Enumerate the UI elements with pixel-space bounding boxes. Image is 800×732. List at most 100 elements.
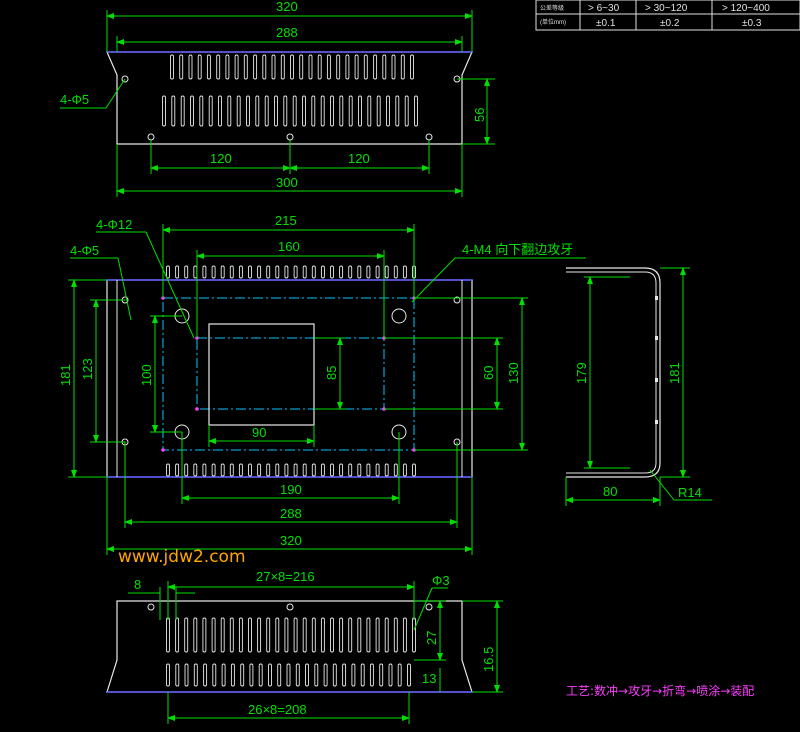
hole-icon [147, 603, 155, 611]
vent-slot [332, 663, 337, 687]
vent-slot [339, 265, 344, 279]
vent-slot [311, 617, 316, 653]
vent-slot [290, 54, 294, 80]
vent-slot [351, 663, 356, 687]
vent-slot [248, 463, 252, 477]
label-front-4-phi5: 4-Φ5 [70, 243, 99, 258]
vent-slot [299, 54, 304, 80]
vent-slot [357, 265, 362, 279]
table-tol-1: ±0.1 [596, 18, 616, 29]
vent-slot [375, 265, 380, 279]
vent-slot [179, 54, 184, 80]
hole-icon [425, 603, 433, 611]
vent-slot [162, 95, 166, 127]
dim-front-130: 130 [506, 362, 521, 384]
vent-slot [375, 463, 380, 477]
dim-front-123: 123 [80, 358, 95, 380]
vent-slot [238, 463, 243, 477]
vent-slot [320, 617, 325, 653]
vent-slot [336, 54, 341, 80]
vent-slot [184, 617, 189, 653]
dim-bottom-slot-top: 27×8=216 [256, 569, 315, 584]
vent-slot [293, 463, 298, 477]
vent-slot [284, 463, 289, 477]
top-slot-row-lower [162, 95, 418, 127]
vent-slot [202, 265, 207, 279]
vent-slot [402, 617, 407, 653]
hole-icon [286, 603, 294, 611]
label-front-4-phi12: 4-Φ12 [96, 217, 132, 232]
vent-slot [357, 463, 362, 477]
vent-slot [311, 463, 316, 477]
vent-slot [320, 265, 325, 279]
vent-slot [184, 663, 189, 687]
vent-slot [220, 617, 225, 653]
vent-slot [203, 663, 208, 687]
bottom-slot-row-upper [166, 617, 416, 653]
vent-slot [280, 54, 285, 80]
vent-slot [211, 617, 216, 653]
vent-slot [208, 95, 213, 127]
vent-slot [197, 54, 202, 80]
vent-slot [175, 265, 180, 279]
vent-slot [320, 463, 325, 477]
vent-slot [348, 95, 353, 127]
vent-slot [166, 617, 170, 653]
dim-front-85: 85 [324, 366, 339, 380]
vent-slot [238, 265, 243, 279]
vent-slot [354, 54, 359, 80]
vent-slot [220, 265, 225, 279]
bottom-slot-row-lower [166, 663, 411, 687]
vent-slot [248, 265, 252, 279]
dim-front-320: 320 [280, 533, 302, 548]
vent-slot [376, 95, 381, 127]
vent-slot [358, 95, 362, 127]
vent-slot [229, 617, 234, 653]
hole-icon [286, 133, 294, 141]
vent-slot [412, 617, 416, 653]
vent-slot [266, 617, 271, 653]
watermark-url: www.jdw2.com [118, 547, 246, 567]
vent-slot [402, 463, 407, 477]
dim-side-181: 181 [667, 362, 682, 384]
vent-slot [257, 463, 262, 477]
vent-slot [375, 617, 380, 653]
vent-slot [238, 617, 243, 653]
vent-slot [363, 54, 368, 80]
vent-slot [234, 54, 239, 80]
vent-slot [257, 617, 262, 653]
vent-slot [171, 95, 176, 127]
vent-slot [391, 54, 396, 80]
table-range-2: > 30~120 [645, 3, 688, 14]
vent-slot [293, 617, 298, 653]
vent-slot [348, 265, 353, 279]
dim-front-215: 215 [275, 213, 297, 228]
vent-slot [326, 54, 331, 80]
tolerance-table [535, 0, 800, 31]
vent-slot [302, 265, 307, 279]
dim-front-160: 160 [278, 239, 300, 254]
vent-slot [166, 663, 170, 687]
vent-slot [366, 265, 371, 279]
label-top-4-phi5: 4-Φ5 [60, 92, 89, 107]
vent-slot [339, 463, 344, 477]
vent-slot [266, 463, 271, 477]
vent-slot [382, 54, 387, 80]
vent-slot [295, 663, 300, 687]
vent-slot [393, 617, 398, 653]
dim-front-181: 181 [58, 364, 73, 386]
vent-slot [330, 265, 334, 279]
vent-slot [211, 265, 216, 279]
vent-slot [305, 663, 309, 687]
vent-slot [202, 463, 207, 477]
vent-slot [393, 463, 398, 477]
table-header-grade: 公差等级 [540, 4, 564, 12]
vent-slot [253, 54, 258, 80]
vent-slot [339, 95, 344, 127]
vent-slot [166, 463, 170, 477]
vent-slot [379, 663, 384, 687]
dim-top-288: 288 [276, 25, 298, 40]
vent-slot [373, 54, 378, 80]
hole-icon [425, 133, 433, 141]
dim-bottom-8: 8 [134, 577, 141, 592]
